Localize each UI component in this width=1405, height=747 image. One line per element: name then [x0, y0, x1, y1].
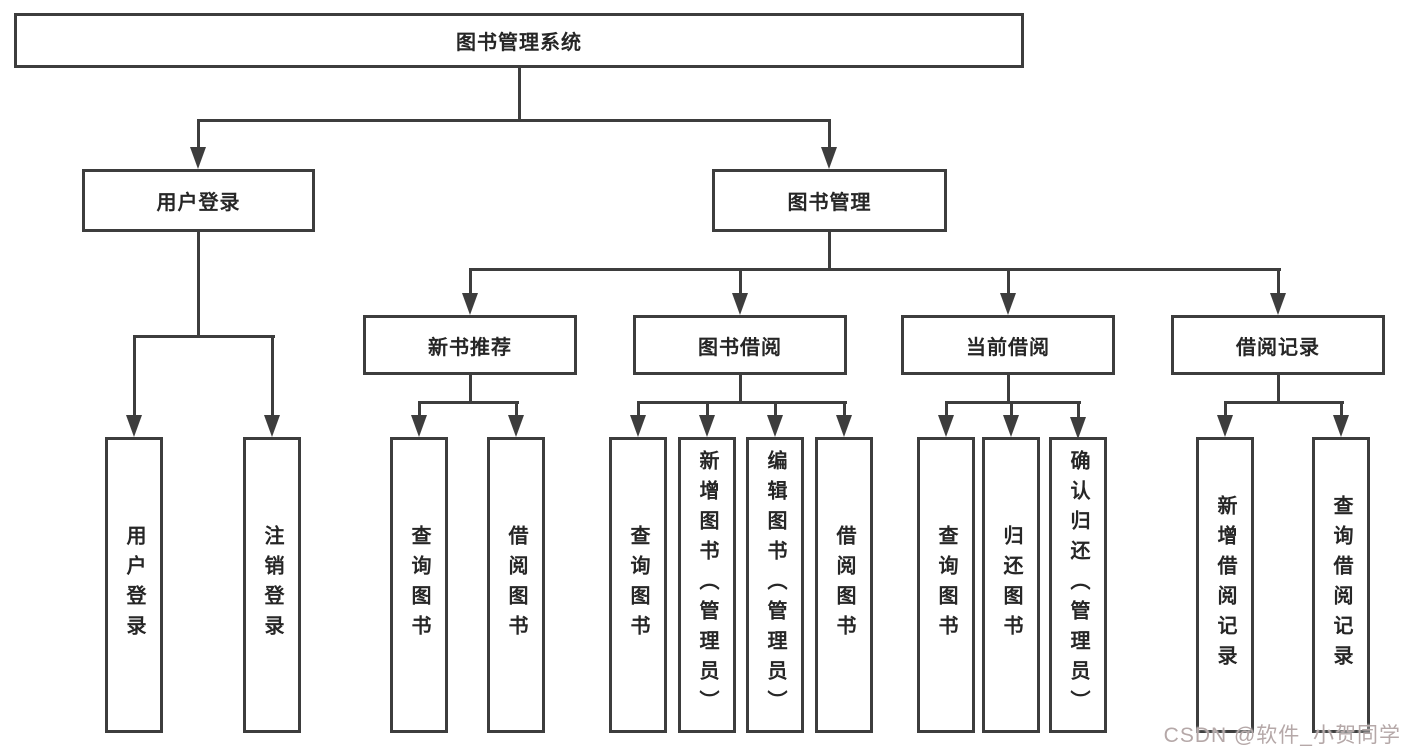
arrow-down-icon [126, 415, 142, 437]
arrow-down-icon [411, 415, 427, 437]
arrow-down-icon [1003, 415, 1019, 437]
leaf-logout: 注销登录 [243, 437, 301, 733]
node-user-login: 用户登录 [82, 169, 315, 232]
connector-line [469, 268, 1281, 271]
node-borrowing-records: 借阅记录 [1171, 315, 1385, 375]
connector-line [1224, 401, 1227, 417]
leaf-borrow-book-1: 借阅图书 [487, 437, 545, 733]
connector-line [1010, 401, 1013, 417]
arrow-down-icon [462, 293, 478, 315]
connector-line [706, 401, 709, 417]
connector-line [1277, 268, 1280, 295]
node-book-borrowing-label: 图书借阅 [698, 336, 782, 359]
leaf-query-borrow-record-label: 查询借阅记录 [1330, 495, 1352, 675]
arrow-down-icon [938, 415, 954, 437]
leaf-confirm-return-admin-label: 确认归还（管理员） [1067, 450, 1089, 720]
node-new-book-recommend: 新书推荐 [363, 315, 577, 375]
leaf-borrow-book-2-label: 借阅图书 [833, 525, 855, 645]
leaf-logout-label: 注销登录 [261, 525, 283, 645]
leaf-add-book-admin: 新增图书（管理员） [678, 437, 736, 733]
leaf-query-book-1: 查询图书 [390, 437, 448, 733]
connector-line [469, 375, 472, 404]
arrow-down-icon [1217, 415, 1233, 437]
connector-line [133, 335, 136, 417]
leaf-add-book-admin-label: 新增图书（管理员） [696, 450, 718, 720]
leaf-query-book-3: 查询图书 [917, 437, 975, 733]
leaf-edit-book-admin: 编辑图书（管理员） [746, 437, 804, 733]
connector-line [133, 335, 275, 338]
connector-line [945, 401, 948, 417]
leaf-add-borrow-record-label: 新增借阅记录 [1214, 495, 1236, 675]
arrow-down-icon [767, 415, 783, 437]
arrow-down-icon [508, 415, 524, 437]
connector-line [271, 335, 274, 417]
arrow-down-icon [1070, 417, 1086, 439]
leaf-add-borrow-record: 新增借阅记录 [1196, 437, 1254, 733]
leaf-query-book-2-label: 查询图书 [627, 525, 649, 645]
connector-line [843, 401, 846, 417]
connector-line [945, 401, 1081, 404]
arrow-down-icon [821, 147, 837, 169]
node-book-management: 图书管理 [712, 169, 947, 232]
arrow-down-icon [1333, 415, 1349, 437]
leaf-query-borrow-record: 查询借阅记录 [1312, 437, 1370, 733]
arrow-down-icon [630, 415, 646, 437]
connector-line [1007, 375, 1010, 404]
connector-line [1277, 375, 1280, 404]
connector-line [469, 268, 472, 295]
arrow-down-icon [1270, 293, 1286, 315]
connector-line [515, 401, 518, 417]
arrow-down-icon [699, 415, 715, 437]
connector-line [418, 401, 421, 417]
leaf-confirm-return-admin: 确认归还（管理员） [1049, 437, 1107, 733]
connector-line [828, 232, 831, 271]
connector-line [828, 119, 831, 149]
connector-line [774, 401, 777, 417]
leaf-borrow-book-1-label: 借阅图书 [505, 525, 527, 645]
connector-line [518, 68, 521, 120]
leaf-query-book-3-label: 查询图书 [935, 525, 957, 645]
connector-line [1224, 401, 1344, 404]
connector-line [637, 401, 640, 417]
node-book-management-label: 图书管理 [787, 192, 872, 214]
leaf-return-book: 归还图书 [982, 437, 1040, 733]
node-borrowing-records-label: 借阅记录 [1236, 336, 1320, 359]
connector-line [637, 401, 847, 404]
leaf-user-login: 用户登录 [105, 437, 163, 733]
connector-line [739, 268, 742, 295]
arrow-down-icon [190, 147, 206, 169]
node-root-label: 图书管理系统 [456, 32, 582, 54]
connector-line [197, 119, 831, 122]
leaf-edit-book-admin-label: 编辑图书（管理员） [764, 450, 786, 720]
node-root: 图书管理系统 [14, 13, 1024, 68]
node-current-borrowing: 当前借阅 [901, 315, 1115, 375]
connector-line [1077, 401, 1080, 417]
connector-line [1007, 268, 1010, 295]
connector-line [739, 375, 742, 404]
connector-line [418, 401, 519, 404]
leaf-user-login-label: 用户登录 [123, 525, 145, 645]
connector-line [197, 232, 200, 338]
node-current-borrowing-label: 当前借阅 [966, 336, 1050, 359]
arrow-down-icon [264, 415, 280, 437]
leaf-return-book-label: 归还图书 [1000, 525, 1022, 645]
connector-line [1340, 401, 1343, 417]
node-book-borrowing: 图书借阅 [633, 315, 847, 375]
node-user-login-label: 用户登录 [156, 192, 241, 214]
arrow-down-icon [1000, 293, 1016, 315]
arrow-down-icon [836, 415, 852, 437]
arrow-down-icon [732, 293, 748, 315]
connector-line [197, 119, 200, 149]
leaf-query-book-2: 查询图书 [609, 437, 667, 733]
leaf-borrow-book-2: 借阅图书 [815, 437, 873, 733]
leaf-query-book-1-label: 查询图书 [408, 525, 430, 645]
watermark: CSDN @软件_小贺同学 [1163, 724, 1401, 747]
node-new-book-recommend-label: 新书推荐 [428, 336, 512, 359]
